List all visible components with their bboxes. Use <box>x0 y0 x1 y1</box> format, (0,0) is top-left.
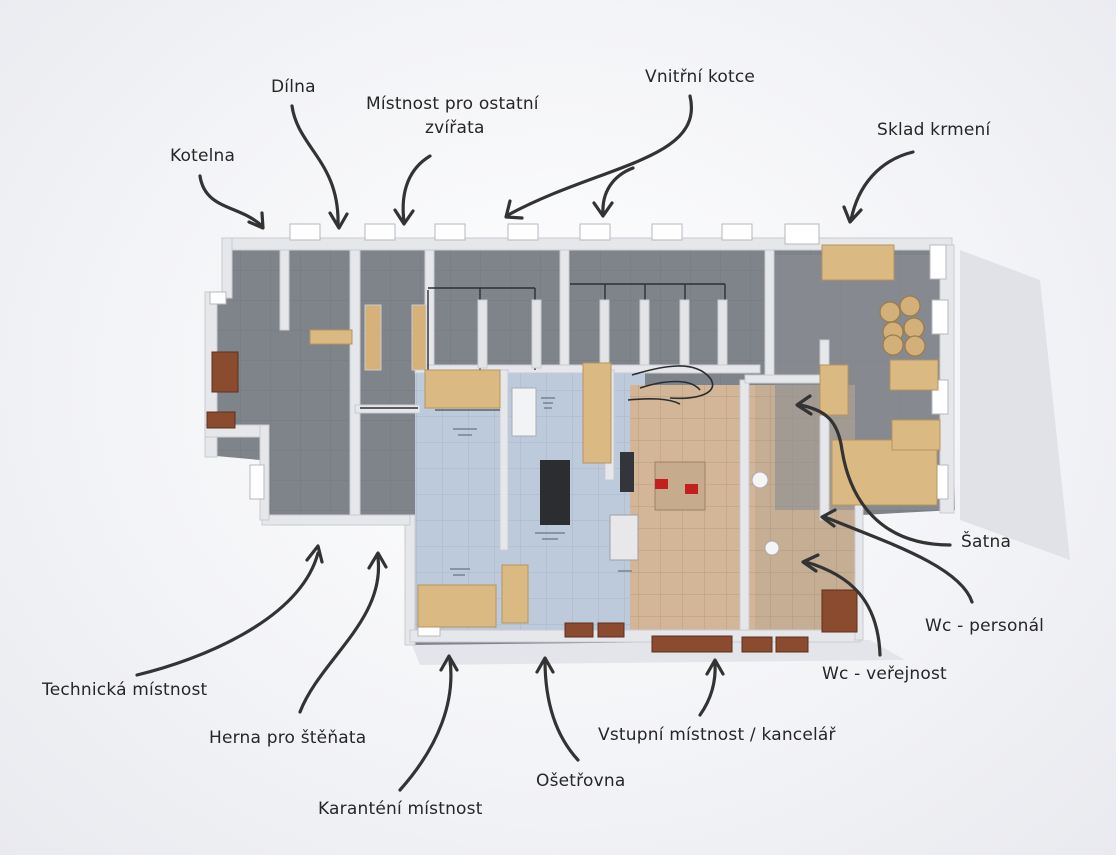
arrow-wc-verejnost <box>801 553 882 657</box>
barrels <box>879 295 926 357</box>
arrow-osetrovna <box>535 656 580 762</box>
label-karanteni-mistnost: Karanténí místnost <box>318 799 483 819</box>
arrow-vnitrni-kotce <box>504 94 694 220</box>
arrow-herna <box>298 551 388 714</box>
walls <box>204 237 955 646</box>
label-osetrovna: Ošetřovna <box>536 771 626 791</box>
arrow-karanteni <box>398 654 459 792</box>
dark-furniture <box>511 387 780 561</box>
brown-furniture <box>206 351 858 653</box>
wood-furniture <box>309 244 941 628</box>
arrow-vstupni <box>698 658 725 717</box>
label-satna: Šatna <box>961 532 1012 552</box>
arrow-kotelna <box>198 174 265 230</box>
label-mistnost-ostatni-line1: Místnost pro ostatní <box>366 94 539 114</box>
arrow-satna <box>795 394 952 547</box>
arrows <box>135 94 974 792</box>
label-technicka-mistnost: Technická místnost <box>42 680 208 700</box>
arrow-mistnost-ostatni <box>393 154 432 226</box>
kennel-partitions <box>364 299 728 371</box>
label-herna-pro-stenata: Herna pro štěňata <box>209 728 367 748</box>
arrow-technicka <box>135 544 324 677</box>
arrow-sklad-krmeni <box>842 150 915 224</box>
staircase <box>627 365 714 405</box>
arrow-wc-personal <box>820 508 974 604</box>
room-caption-marks <box>450 397 632 576</box>
arrow-dilna <box>290 104 349 230</box>
label-kotelna: Kotelna <box>170 146 236 166</box>
label-wc-verejnost: Wc - veřejnost <box>822 664 947 684</box>
label-vstupni-mistnost: Vstupní místnost / kancelář <box>598 725 836 745</box>
label-wc-personal: Wc - personál <box>925 616 1045 636</box>
label-dilna: Dílna <box>271 77 316 97</box>
label-vnitrni-kotce: Vnitřní kotce <box>645 67 756 87</box>
label-mistnost-ostatni-line2: zvířata <box>425 118 485 138</box>
label-sklad-krmeni: Sklad krmení <box>877 120 991 140</box>
